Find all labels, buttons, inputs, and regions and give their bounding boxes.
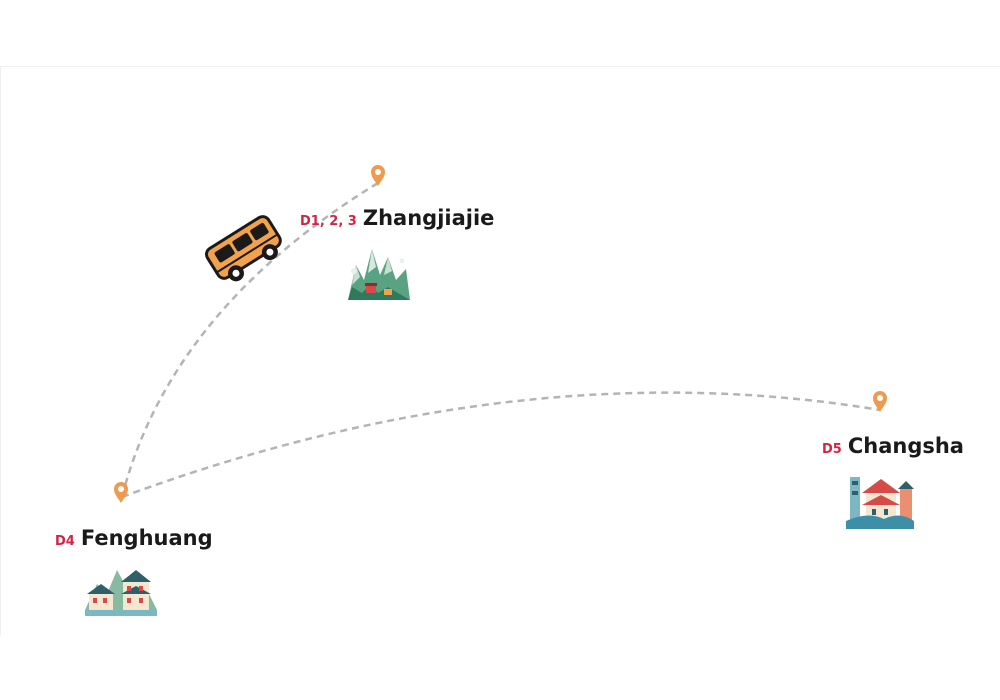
day-tag: D1, 2, 3 xyxy=(300,214,357,229)
stop-label-fenghuang[interactable]: D4 Fenghuang xyxy=(55,526,213,550)
route-zhangjiajie-fenghuang xyxy=(120,181,379,498)
van-icon xyxy=(205,215,282,282)
route-fenghuang-changsha xyxy=(121,391,881,499)
map-pin-icon[interactable] xyxy=(371,165,385,186)
tower-city-icon xyxy=(846,477,914,529)
city-name: Changsha xyxy=(847,434,964,458)
pagoda-town-icon xyxy=(85,570,157,616)
map-pin-icon[interactable] xyxy=(873,391,887,412)
mountain-landmark-icon xyxy=(348,249,410,300)
city-name: Fenghuang xyxy=(80,526,213,550)
day-tag: D4 xyxy=(55,534,75,549)
map-pin-icon[interactable] xyxy=(114,482,128,503)
stop-label-zhangjiajie[interactable]: D1, 2, 3 Zhangjiajie xyxy=(300,206,494,230)
city-name: Zhangjiajie xyxy=(362,206,495,230)
day-tag: D5 xyxy=(822,442,842,457)
stop-label-changsha[interactable]: D5 Changsha xyxy=(822,434,964,458)
map-canvas xyxy=(0,66,1000,636)
